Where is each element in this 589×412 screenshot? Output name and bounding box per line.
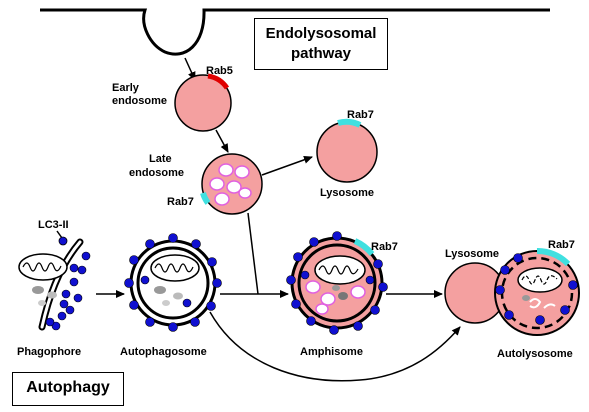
rab7-autolysosome-label: Rab7 <box>548 239 575 251</box>
pathway-title-line1: Endolysosomal <box>265 25 377 42</box>
arrow-late-to-lysosome <box>261 155 313 176</box>
lc3-label: LC3-II <box>38 219 69 231</box>
early-endosome <box>174 73 232 132</box>
pathway-title-line2: pathway <box>290 45 351 62</box>
lc3-dots-amphisome <box>286 231 388 335</box>
early-endosome-label-2: endosome <box>112 95 167 107</box>
autophagosome-label: Autophagosome <box>120 346 207 358</box>
rab7-marker-late <box>200 192 211 205</box>
rab5-marker <box>207 73 230 90</box>
lc3-dots-autolysosome <box>495 253 578 325</box>
mitochondrion-autophagosome <box>150 254 200 282</box>
lysosome-top <box>316 118 378 183</box>
autolysosome <box>494 247 580 336</box>
autophagy-box: Autophagy <box>12 372 124 406</box>
mitochondrion-phagophore <box>18 253 68 281</box>
rab7-lysosome-label: Rab7 <box>347 109 374 121</box>
lc3-icon <box>56 230 68 246</box>
phagophore <box>18 238 84 331</box>
late-endosome <box>200 153 263 215</box>
arrow-autophagosome-to-lysosome <box>209 311 461 382</box>
mitochondrion-autolysosome <box>517 267 563 293</box>
lc3-dots-phagophore <box>45 251 91 331</box>
arrow-early-to-late <box>215 129 229 153</box>
plasma-membrane <box>40 8 550 56</box>
autolysosome-label: Autolysosome <box>497 348 573 360</box>
arrow-late-to-amphisome <box>247 212 259 295</box>
rab7-late-label: Rab7 <box>167 196 194 208</box>
autophagy-title: Autophagy <box>26 379 110 396</box>
late-endosome-label-1: Late <box>149 153 172 165</box>
rab7-amphisome-label: Rab7 <box>371 241 398 253</box>
amphisome <box>290 236 384 330</box>
early-endosome-label-1: Early <box>112 82 140 94</box>
lysosome-bottom-label: Lysosome <box>445 248 499 260</box>
rab7-marker-amphisome <box>353 238 375 257</box>
lysosome-top-label: Lysosome <box>320 187 374 199</box>
endolysosomal-pathway-box: Endolysosomal pathway <box>254 18 388 70</box>
late-endosome-label-2: endosome <box>129 167 184 179</box>
rab7-marker-autolysosome <box>536 247 571 267</box>
rab7-marker-lysosome <box>337 118 362 128</box>
rab5-label: Rab5 <box>206 65 233 77</box>
mitochondrion-amphisome <box>314 255 366 285</box>
phagophore-label: Phagophore <box>17 346 81 358</box>
lc3-dots-autophagosome <box>124 233 222 332</box>
amphisome-label: Amphisome <box>300 346 363 358</box>
